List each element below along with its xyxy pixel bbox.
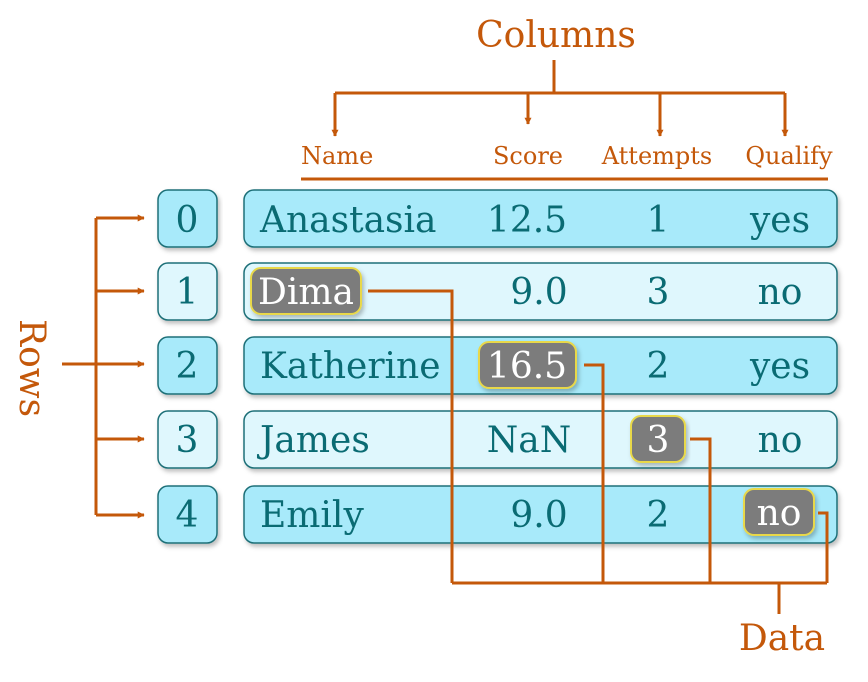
columns-label: Columns [476, 15, 636, 56]
index-label: 4 [176, 495, 199, 536]
cell-score: 16.5 [487, 346, 567, 387]
data-label: Data [739, 618, 825, 659]
cell-qualify: yes [749, 200, 810, 241]
cell-attempts: 1 [647, 200, 670, 241]
columns-bracket [331, 60, 789, 137]
cell-name: Dima [258, 272, 354, 313]
cell-score: NaN [487, 420, 571, 461]
rows-bracket [62, 214, 145, 519]
index-box [157, 262, 218, 321]
row-background [243, 485, 838, 544]
cell-name: James [256, 420, 370, 461]
row-background [243, 410, 838, 469]
rows-label: Rows [11, 319, 52, 417]
header-score: Score [493, 142, 563, 170]
index-row-2: 2 [157, 336, 218, 395]
index-row-4: 4 [157, 485, 218, 544]
data-table: Anastasia 12.5 1 yes Dima 9.0 3 no Kathe… [243, 189, 838, 544]
column-headers: Name Score Attempts Qualify [301, 142, 833, 170]
header-qualify: Qualify [745, 142, 833, 170]
cell-score: 9.0 [510, 495, 567, 536]
table-row: Katherine 16.5 2 yes [243, 336, 838, 395]
data-connectors [368, 289, 829, 614]
table-row: Dima 9.0 3 no [243, 262, 838, 321]
index-row-0: 0 [157, 189, 218, 248]
table-row: Emily 9.0 2 no [243, 485, 838, 544]
index-column: 0 1 2 3 4 [157, 189, 218, 544]
index-box [157, 189, 218, 248]
cell-score: 9.0 [510, 272, 567, 313]
highlight-box-name [250, 267, 362, 315]
index-label: 2 [176, 346, 199, 387]
cell-attempts: 3 [647, 272, 670, 313]
index-row-3: 3 [157, 410, 218, 469]
cell-attempts: 2 [647, 495, 670, 536]
table-row: James NaN 3 no [243, 410, 838, 469]
row-background [243, 189, 838, 248]
cell-name: Emily [260, 495, 364, 536]
cell-attempts: 2 [647, 346, 670, 387]
index-row-1: 1 [157, 262, 218, 321]
highlight-box-score [478, 341, 577, 389]
cell-qualify: no [757, 493, 802, 534]
highlight-box-qualify [743, 488, 815, 536]
highlight-box-attempts [630, 415, 686, 463]
index-box [157, 485, 218, 544]
cell-attempts: 3 [647, 420, 670, 461]
index-label: 3 [176, 420, 199, 461]
index-label: 0 [176, 200, 199, 241]
header-attempts: Attempts [601, 142, 712, 170]
cell-qualify: yes [749, 346, 810, 387]
cell-name: Anastasia [259, 200, 437, 241]
row-background [243, 262, 838, 321]
cell-name: Katherine [260, 346, 441, 387]
table-row: Anastasia 12.5 1 yes [243, 189, 838, 248]
index-box [157, 410, 218, 469]
cell-qualify: no [758, 272, 803, 313]
cell-qualify: no [758, 420, 803, 461]
index-box [157, 336, 218, 395]
header-name: Name [301, 142, 373, 170]
index-label: 1 [176, 272, 199, 313]
cell-score: 12.5 [487, 200, 567, 241]
